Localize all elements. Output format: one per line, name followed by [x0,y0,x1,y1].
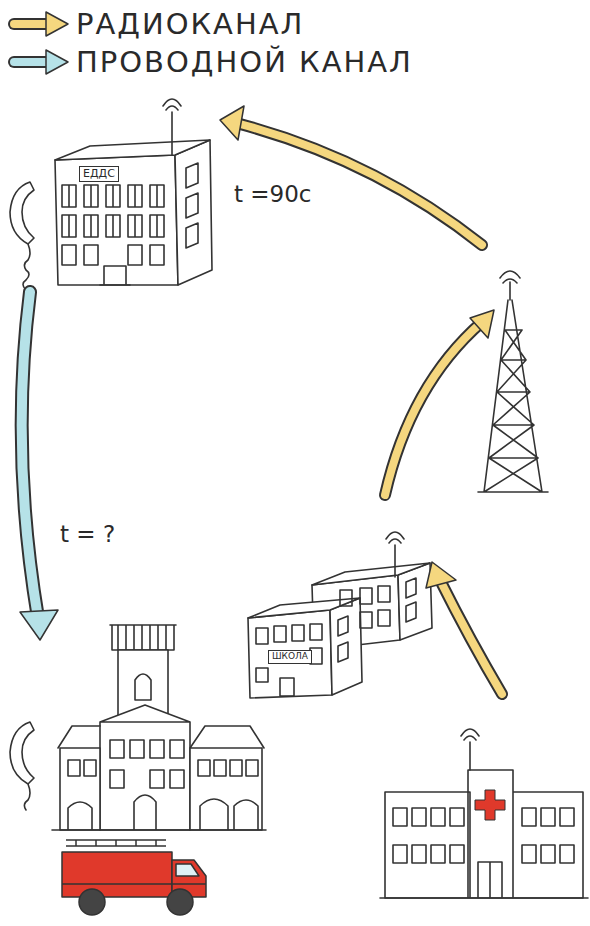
radio-arrows [240,124,502,694]
wired-arrow [22,292,38,618]
legend-text: РАДИОКАНАЛ [76,6,304,42]
arrow-outline [22,292,38,618]
radio-arrow-heads [220,106,494,588]
swatch-line [14,58,50,66]
phone-symbol [10,722,34,810]
truck-body [62,852,172,897]
legend-swatch-color [14,50,68,74]
arrow-head [20,610,58,640]
swatch-outline [14,56,50,68]
legend-swatch-color [14,12,68,36]
swatch-line [14,20,50,28]
arrow-head [426,562,456,588]
radio-tower [478,271,548,492]
fire-windows [52,740,266,830]
edds-roof [55,140,210,160]
fire-tower-top [110,625,176,650]
edds-antenna [163,99,181,155]
school-back-side [398,563,432,640]
fire-left-wing [58,726,100,830]
illustration-lines [10,99,588,898]
edds-door [100,266,130,285]
hospital-windows [380,808,588,898]
truck-wheel [79,889,105,915]
school-back-roof [312,563,430,585]
swatch-outline [14,18,50,30]
arrow-outline [385,322,482,495]
edds-side [175,140,212,285]
hospital-building [385,770,583,898]
truck-wheel [167,889,193,915]
red-cross [475,790,505,820]
edds-windows [62,163,198,265]
arrow-head [220,106,244,140]
building-sign: ЕДДС [79,166,119,182]
fire-right-wing [190,726,264,830]
arrow-head [470,310,494,338]
school-windows [256,578,416,696]
phone-symbol [10,182,34,290]
swatch-head [46,12,68,36]
truck-ladder [62,840,206,884]
hospital-antenna [461,729,479,770]
time-label: t = ? [60,520,115,548]
legend-swatch [10,47,72,77]
school-antenna [386,532,404,577]
radio-arrow [385,322,482,495]
school-front-roof [248,598,360,618]
legend-swatch [10,9,72,39]
building-sign: ШКОЛА [268,650,312,664]
building-node: ШКОЛА [248,610,360,696]
time-label: t =90с [234,180,312,208]
swatch-head [46,50,68,74]
radio-arrow [440,580,502,694]
fire-truck [62,840,206,915]
fire-main-block [100,705,190,830]
school-front-side [330,598,362,695]
legend-text: ПРОВОДНОЙ КАНАЛ [76,44,413,80]
building-node: ЕДДС [55,155,178,285]
truck-window [176,864,199,876]
arrow-outline [440,580,502,694]
